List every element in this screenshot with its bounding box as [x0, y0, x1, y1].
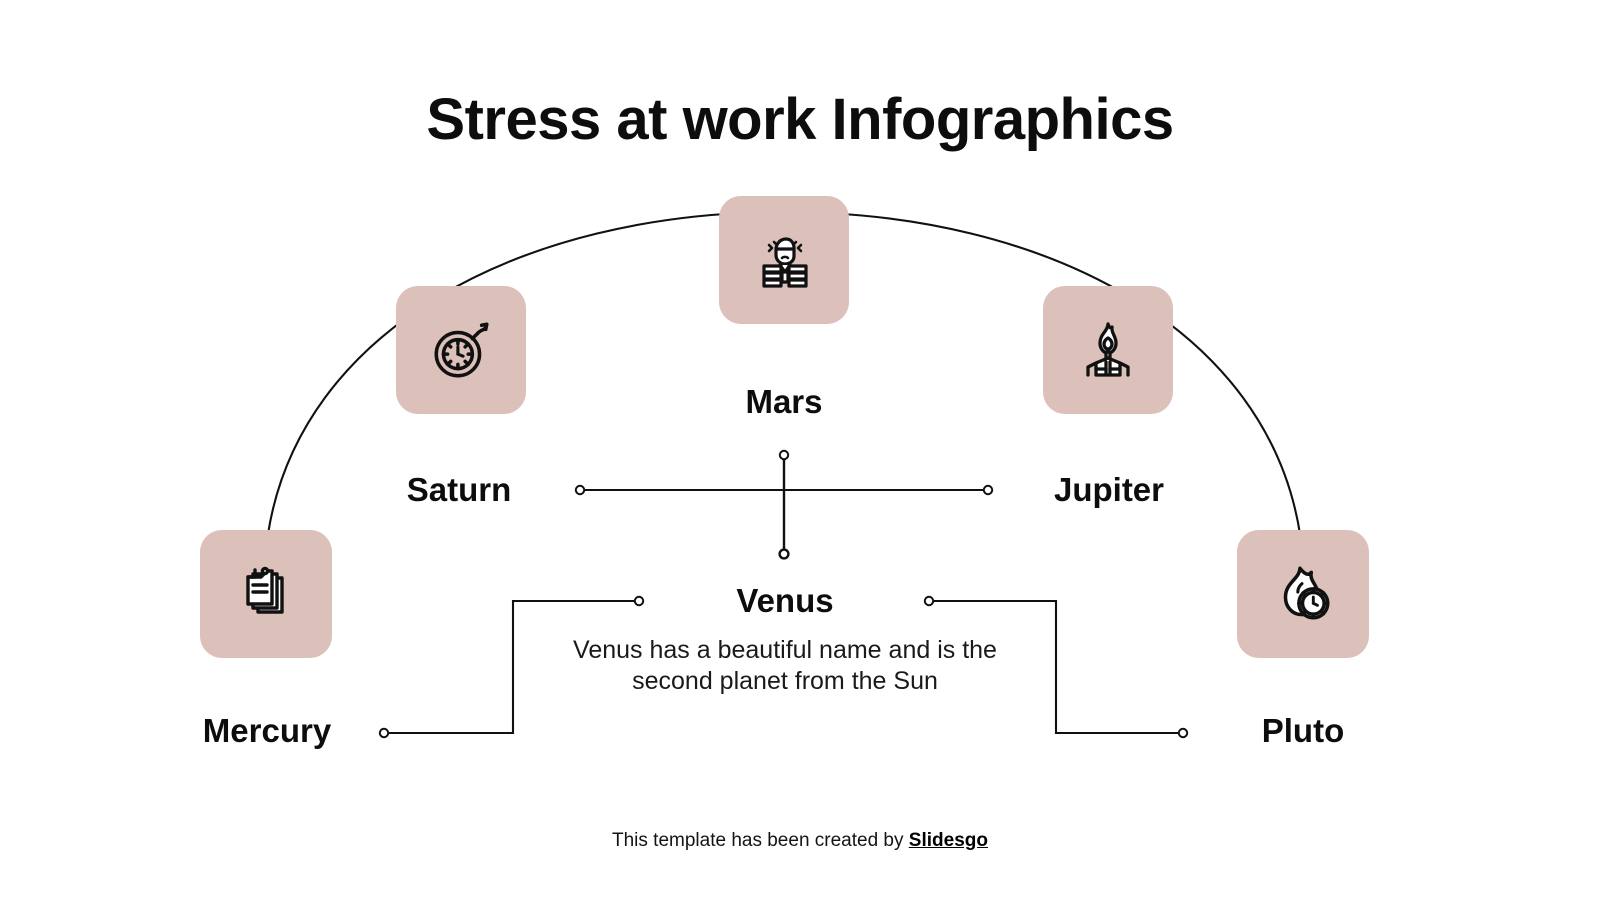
- flame-clock-icon: [1270, 561, 1336, 627]
- cross-endpoint-right-dot: [982, 484, 994, 496]
- stacked-documents-icon: [234, 562, 298, 626]
- icon-card-jupiter[interactable]: [1043, 286, 1173, 414]
- burnout-flame-person-icon: [1076, 318, 1140, 382]
- cross-endpoint-left-dot: [574, 484, 586, 496]
- detail-panel-venus: Venus Venus has a beautiful name and is …: [550, 584, 1020, 698]
- detail-description: Venus has a beautiful name and is the se…: [573, 636, 997, 696]
- cross-endpoint-bottom-dot: [778, 548, 790, 560]
- icon-card-pluto[interactable]: [1237, 530, 1369, 658]
- planet-label-mercury: Mercury: [202, 712, 332, 749]
- slidesgo-link[interactable]: Slidesgo: [908, 830, 988, 851]
- detail-title: Venus: [736, 582, 834, 619]
- planet-label-mars: Mars: [745, 383, 823, 420]
- icon-card-mercury[interactable]: [200, 530, 332, 658]
- clock-bomb-icon: [428, 317, 494, 383]
- footer-credit: This template has been created by Slides…: [0, 830, 1600, 852]
- planet-label-pluto: Pluto: [1261, 712, 1345, 749]
- planet-label-jupiter: Jupiter: [1053, 471, 1165, 508]
- elbow-mercury-outer-dot: [378, 727, 390, 739]
- page-title: Stress at work Infographics: [426, 87, 1174, 152]
- icon-card-saturn[interactable]: [396, 286, 526, 414]
- planet-label-saturn: Saturn: [406, 471, 512, 508]
- icon-card-mars[interactable]: [719, 196, 849, 324]
- elbow-pluto-outer-dot: [1177, 727, 1189, 739]
- cross-endpoint-top-dot: [778, 449, 790, 461]
- footer-credit-text: This template has been created by: [612, 830, 909, 851]
- stressed-worker-paperwork-icon: [752, 228, 816, 292]
